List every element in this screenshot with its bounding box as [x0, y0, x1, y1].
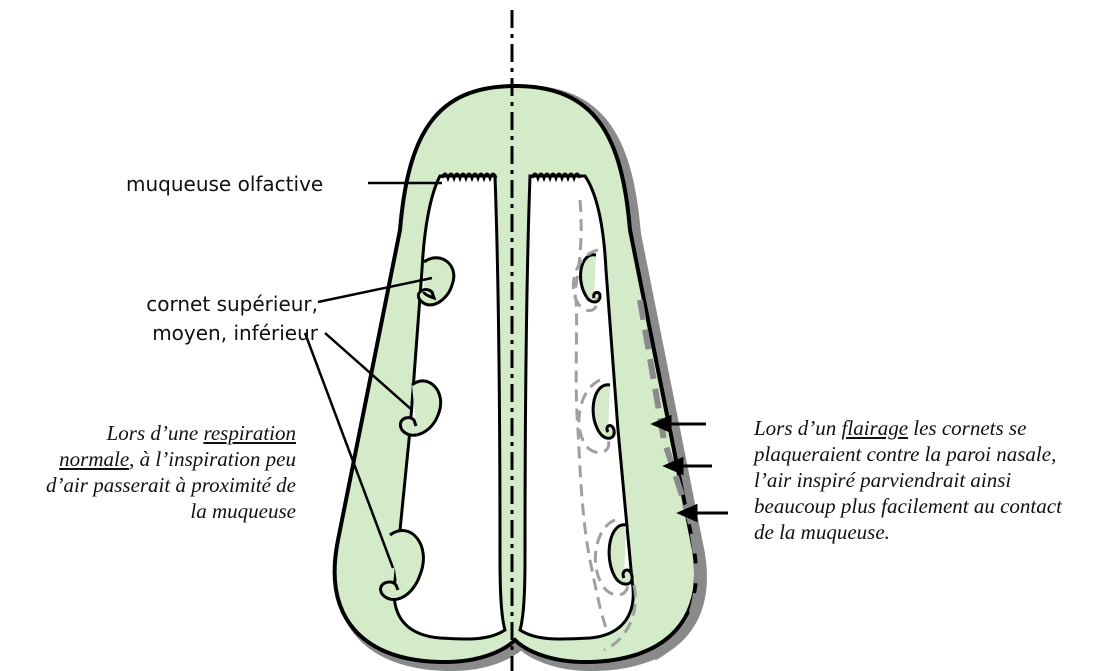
nose-outer-shape [335, 86, 696, 662]
left-note-line2: normale, à l’inspiration peu [30, 446, 296, 472]
right-note-line1: Lors d’un flairage les cornets se [754, 415, 1099, 441]
turbinates-label-line1: cornet supérieur, [118, 291, 318, 317]
left-note: Lors d’une respiration normale, à l’insp… [30, 420, 296, 524]
right-note-line3: l’air inspiré parviendrait ainsi [754, 467, 1099, 493]
right-note-line5: de la muqueuse. [754, 519, 1099, 545]
olfactory-mucosa-label: muqueuse olfactive [126, 171, 323, 197]
olfactory-mucosa-right [532, 174, 580, 178]
right-note-line4: beaucoup plus facilement au contact [754, 493, 1099, 519]
right-note-line2: plaqueraient contre la paroi nasale, [754, 441, 1099, 467]
left-note-line4: la muqueuse [30, 498, 296, 524]
right-note: Lors d’un flairage les cornets se plaque… [754, 415, 1099, 545]
left-note-line1: Lors d’une respiration [30, 420, 296, 446]
left-note-line3: d’air passerait à proximité de [30, 472, 296, 498]
turbinates-label-line2: moyen, inférieur [118, 320, 318, 346]
